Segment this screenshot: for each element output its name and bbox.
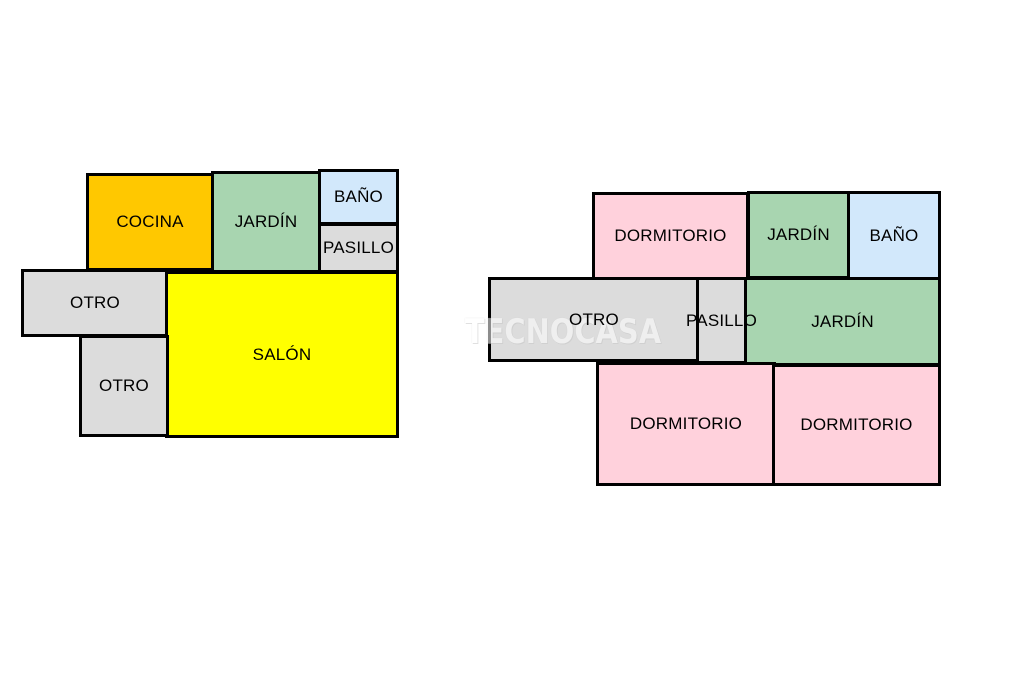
room-label: PASILLO (322, 238, 394, 257)
room-jardin: JARDÍN (747, 191, 850, 279)
room-label: BAÑO (869, 225, 919, 245)
room-jardin: JARDÍN (211, 171, 321, 273)
room-label: DORMITORIO (629, 414, 743, 433)
room-jardin: JARDÍN (744, 277, 941, 366)
room-bano: BAÑO (318, 169, 399, 225)
room-otro: OTRO (79, 335, 169, 437)
room-label: PASILLO (686, 310, 758, 330)
room-label: OTRO (569, 309, 619, 329)
room-pasillo: PASILLO (686, 277, 757, 364)
room-label: DORMITORIO (614, 226, 727, 245)
room-dormitorio: DORMITORIO (592, 192, 749, 280)
room-pasillo: PASILLO (318, 223, 399, 273)
room-label: SALÓN (252, 344, 312, 364)
room-label: DORMITORIO (800, 415, 913, 434)
room-label: COCINA (116, 212, 184, 231)
room-label: OTRO (70, 293, 120, 312)
room-dormitorio: DORMITORIO (596, 362, 776, 486)
room-cocina: COCINA (86, 173, 214, 271)
room-bano: BAÑO (847, 191, 941, 280)
room-otro: OTRO (21, 269, 169, 337)
room-label: JARDÍN (767, 225, 830, 244)
room-salon: SALÓN (165, 271, 399, 438)
room-otro: OTRO (488, 277, 700, 362)
room-dormitorio: DORMITORIO (772, 364, 941, 486)
room-label: JARDÍN (811, 311, 874, 331)
room-label: OTRO (99, 376, 149, 395)
room-label: BAÑO (334, 187, 383, 206)
room-label: JARDÍN (234, 212, 298, 231)
